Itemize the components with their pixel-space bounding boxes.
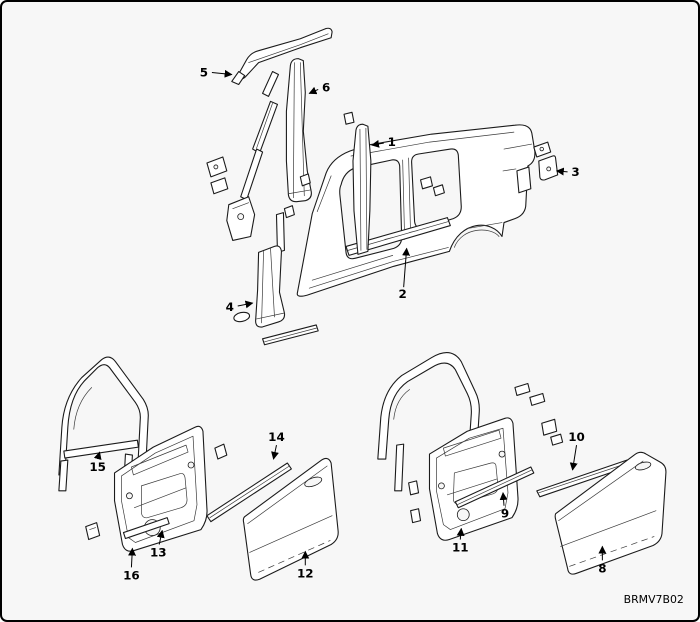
callout-3-label: 3	[571, 165, 579, 179]
callout-2: 2	[399, 247, 411, 301]
body-side-frame	[296, 124, 536, 297]
callout-12: 12	[297, 550, 314, 580]
callout-10: 10	[568, 430, 585, 471]
center-pillar-inner-part	[343, 111, 372, 255]
callout-8: 8	[598, 545, 607, 575]
callout-5-label: 5	[200, 66, 208, 80]
callout-4: 4	[226, 300, 254, 314]
callout-10-label: 10	[568, 430, 585, 444]
front-door-outer-panel	[242, 457, 339, 581]
callout-12-label: 12	[297, 566, 314, 580]
center-pillar-inner-outline	[352, 123, 372, 255]
front-pillar-parts	[206, 71, 311, 253]
front-door-window-frame	[58, 356, 149, 492]
front-door-channel-part	[122, 517, 170, 540]
callout-15-label: 15	[89, 460, 106, 474]
rear-door-outer-outline	[554, 451, 667, 575]
front-door-assembly	[58, 356, 339, 581]
lower-pillar-part	[233, 245, 319, 346]
rear-bracket-part	[533, 141, 559, 181]
callout-14: 14	[268, 430, 285, 460]
taillight-cutout	[516, 166, 532, 194]
rear-door-inner-panel	[428, 417, 519, 541]
callout-9: 9	[499, 492, 509, 521]
rear-door-assembly	[377, 352, 667, 575]
front-door-clip	[85, 522, 101, 541]
callout-2-label: 2	[399, 287, 407, 301]
callout-1: 1	[371, 135, 396, 149]
rear-door-sash-clips	[514, 382, 564, 446]
callout-14-label: 14	[268, 430, 285, 444]
callouts: 5 6 1 3 2 4 14 15	[89, 66, 606, 583]
front-door-inner-outline	[113, 425, 208, 552]
front-door-inner-panel	[85, 425, 208, 552]
center-pillar-outer-outline	[285, 58, 312, 203]
lower-pillar-pad	[233, 311, 251, 323]
rear-door-belt-molding	[454, 466, 535, 509]
callout-6-label: 6	[322, 80, 330, 94]
callout-3: 3	[555, 165, 580, 179]
callout-16: 16	[123, 547, 140, 582]
body-side-assembly	[206, 27, 559, 346]
front-door-handle	[304, 476, 323, 488]
callout-8-label: 8	[598, 561, 606, 575]
callout-13: 13	[150, 529, 167, 559]
front-belt-channel	[63, 439, 139, 459]
callout-15: 15	[89, 451, 106, 474]
callout-1-label: 1	[388, 135, 396, 149]
figure-code: BRMV7B02	[624, 593, 684, 606]
callout-5: 5	[200, 66, 233, 80]
callout-4-label: 4	[226, 300, 234, 314]
callout-16-label: 16	[123, 568, 140, 582]
front-door-belt-molding	[206, 443, 292, 523]
rocker-sill-outline	[345, 217, 451, 256]
center-pillar-outer-part	[285, 58, 312, 203]
callout-11: 11	[452, 527, 469, 554]
callout-6: 6	[308, 80, 330, 94]
roof-side-rail-outline	[236, 27, 333, 80]
rear-door-window-frame	[377, 352, 480, 524]
roof-side-rail-part	[231, 27, 333, 86]
callout-11-label: 11	[452, 540, 469, 554]
lower-pillar-outline	[255, 245, 286, 328]
callout-9-label: 9	[501, 507, 509, 521]
callout-13-label: 13	[150, 545, 167, 559]
front-door-outer-outline	[242, 457, 339, 581]
rear-door-outer-panel	[554, 451, 667, 575]
